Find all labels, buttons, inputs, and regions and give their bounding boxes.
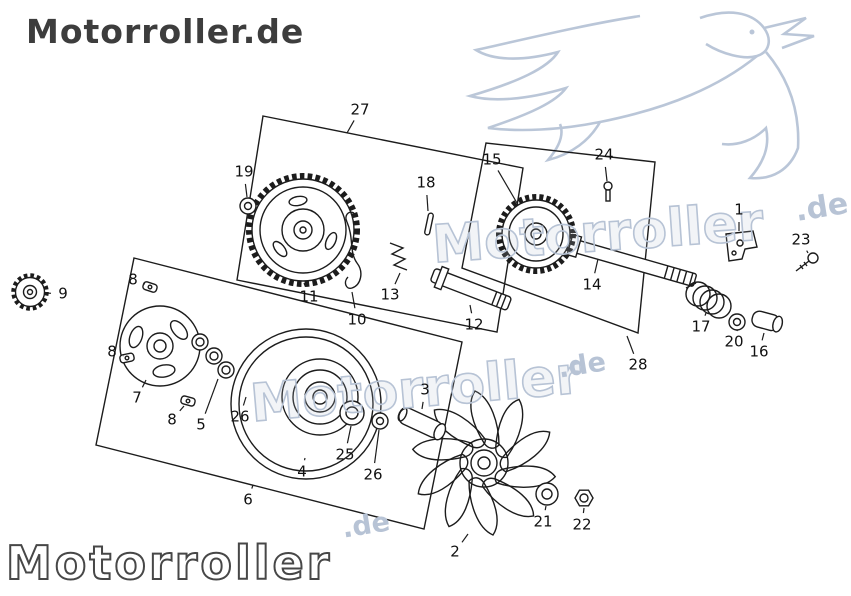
leader-line-4	[303, 457, 306, 461]
leader-line-11	[303, 282, 306, 286]
part-5-rollers	[191, 333, 235, 379]
panel-28-outline	[461, 142, 656, 334]
part-3-sleeve	[397, 407, 447, 441]
part-label-15: 15	[482, 150, 502, 169]
leader-line-27	[346, 120, 355, 134]
leader-line-26	[242, 396, 247, 406]
leader-line-24	[604, 166, 608, 182]
leader-line-15	[497, 170, 518, 204]
panel-6-outline	[95, 257, 463, 530]
leader-line-25	[346, 425, 352, 444]
part-label-27: 27	[350, 100, 370, 119]
leader-line-18	[426, 194, 429, 212]
part-11-drive-gear	[246, 173, 360, 287]
part-label-2: 2	[450, 542, 460, 561]
leader-line-10	[351, 291, 356, 309]
part-4-pulley-half	[230, 328, 382, 480]
part-12-shaft	[430, 265, 512, 311]
part-label-13: 13	[380, 285, 400, 304]
leader-line-16	[761, 332, 765, 341]
part-label-18: 18	[416, 173, 436, 192]
part-1-bracket	[725, 230, 758, 262]
part-23-bolt	[795, 252, 819, 272]
part-label-11: 11	[299, 287, 319, 306]
part-label-21: 21	[533, 512, 553, 531]
leader-line-22	[582, 507, 585, 514]
part-label-8: 8	[167, 410, 177, 429]
part-label-3: 3	[420, 380, 430, 399]
leader-line-19	[244, 183, 248, 198]
leader-line-5	[204, 378, 219, 414]
leader-line-3	[421, 401, 424, 410]
part-22-nut	[574, 489, 594, 507]
assembly-panels	[95, 115, 656, 530]
part-label-14: 14	[582, 275, 602, 294]
eagle-logo-icon	[465, 11, 815, 180]
part-24-screw	[603, 181, 613, 202]
part-7-ramp-plate	[119, 305, 201, 387]
part-label-10: 10	[347, 310, 367, 329]
part-16-bushing	[751, 310, 784, 333]
part-label-9: 9	[58, 284, 68, 303]
part-label-23: 23	[791, 230, 811, 249]
leader-line-21	[544, 505, 547, 511]
leader-line-6	[251, 484, 254, 489]
part-label-5: 5	[196, 415, 206, 434]
part-label-22: 22	[572, 515, 592, 534]
leader-line-8	[179, 405, 185, 412]
leader-line-23	[806, 250, 809, 254]
part-label-26: 26	[230, 407, 250, 426]
part-2-fan-wheel	[410, 390, 558, 536]
part-13-spring-small	[389, 242, 408, 271]
part-label-6: 6	[243, 490, 253, 509]
part-19-washer	[239, 197, 257, 215]
part-15-gear	[496, 194, 576, 274]
part-label-1: 1	[734, 200, 744, 219]
part-label-17: 17	[691, 317, 711, 336]
leader-line-2	[461, 533, 469, 543]
part-25-spacer	[339, 400, 365, 426]
part-label-19: 19	[234, 162, 254, 181]
panel-27-outline	[236, 115, 524, 333]
part-21-washer	[535, 482, 559, 506]
leader-line-17	[704, 312, 707, 316]
leader-line-14	[594, 258, 599, 274]
leader-line-26	[374, 429, 380, 464]
part-20-washer	[728, 313, 746, 331]
part-18-pin	[424, 212, 434, 236]
part-10-lever	[344, 211, 362, 289]
part-label-4: 4	[297, 462, 307, 481]
leader-line-13	[394, 272, 401, 285]
part-label-7: 7	[132, 388, 142, 407]
part-label-24: 24	[594, 145, 614, 164]
part-label-26: 26	[363, 465, 383, 484]
leader-line-7	[141, 379, 147, 388]
part-label-8: 8	[128, 270, 138, 289]
leader-line-28	[626, 335, 635, 355]
part-label-28: 28	[628, 355, 648, 374]
part-9-gear	[11, 273, 49, 311]
part-label-8: 8	[107, 342, 117, 361]
part-label-25: 25	[335, 445, 355, 464]
part-label-20: 20	[724, 332, 744, 351]
part-17-return-spring	[685, 281, 732, 319]
part-label-16: 16	[749, 342, 769, 361]
leader-line-12	[469, 304, 473, 314]
part-label-12: 12	[464, 315, 484, 334]
part-26-ring-b	[371, 412, 389, 430]
